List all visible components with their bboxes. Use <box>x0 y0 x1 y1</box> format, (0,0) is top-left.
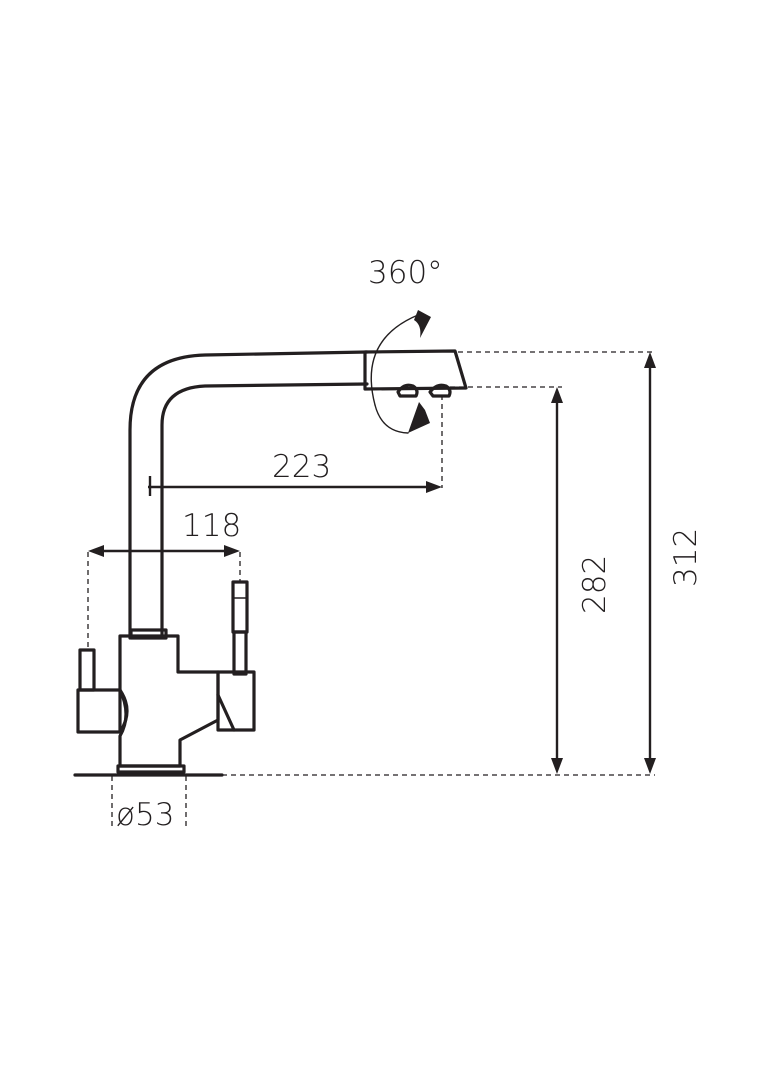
spout-inner <box>160 382 369 638</box>
handle-span-label: 118 <box>182 508 241 544</box>
spout-outer <box>128 350 369 640</box>
reach-label: 223 <box>272 449 331 485</box>
dimension-handle-span: 118 <box>87 508 241 648</box>
dimension-total-height: 312 <box>458 351 704 774</box>
total-height-label: 312 <box>668 528 704 587</box>
aerator-nozzles <box>396 383 452 398</box>
faucet-body <box>118 634 220 768</box>
spout-height-label: 282 <box>577 555 613 614</box>
spout-head <box>363 349 468 391</box>
rotation-label: 360° <box>368 255 443 291</box>
left-handle <box>76 648 129 734</box>
right-handle <box>216 580 256 732</box>
dimension-base-diameter: ø53 <box>111 776 187 833</box>
rotation-indicator: 360° <box>368 255 443 434</box>
base-diameter-label: ø53 <box>116 797 174 833</box>
spout-collar <box>129 628 168 640</box>
faucet-outline <box>73 349 468 777</box>
dimension-spout-height: 282 <box>450 386 613 774</box>
base-plate <box>116 764 186 774</box>
dimension-reach: 223 <box>148 395 443 496</box>
